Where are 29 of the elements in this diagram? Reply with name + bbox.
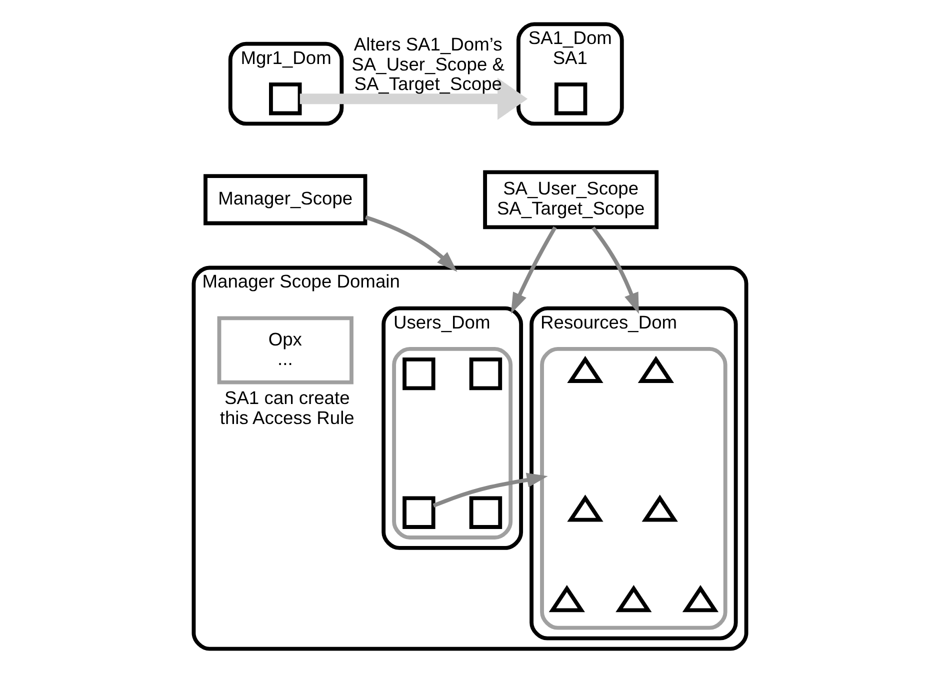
arrow bbox=[432, 472, 548, 508]
cluster bbox=[540, 346, 727, 630]
arrow bbox=[510, 226, 556, 314]
node-box bbox=[268, 82, 302, 116]
node-box bbox=[402, 357, 435, 390]
node-triangle bbox=[548, 585, 584, 612]
node-box: SA_User_Scope SA_Target_Scope bbox=[482, 170, 658, 230]
node-label: SA1 can create this Access Rule bbox=[219, 387, 354, 428]
node-triangle bbox=[615, 585, 652, 612]
arrow bbox=[590, 226, 638, 314]
node-box bbox=[468, 357, 502, 390]
cluster: Mgr1_Dom bbox=[228, 42, 344, 126]
cluster bbox=[392, 346, 512, 540]
cluster: SA1_Dom SA1 bbox=[516, 22, 624, 126]
node-triangle bbox=[566, 494, 603, 522]
arrow bbox=[299, 78, 528, 120]
node-box bbox=[402, 496, 435, 529]
edge-label: Alters SA1_Dom’s SA_User_Scope & SA_Target_Scope bbox=[351, 34, 504, 94]
node-triangle bbox=[641, 494, 678, 522]
node-box bbox=[554, 82, 587, 116]
node-box: Opx ... bbox=[216, 316, 353, 384]
node-triangle bbox=[682, 585, 718, 612]
node-box: Manager_Scope bbox=[203, 174, 367, 226]
cluster: Resources_Dom bbox=[529, 306, 738, 640]
node-triangle bbox=[637, 356, 674, 383]
node-triangle bbox=[566, 356, 603, 383]
node-box bbox=[468, 496, 502, 529]
cluster: Users_Dom bbox=[381, 306, 523, 550]
arrow bbox=[364, 215, 457, 272]
